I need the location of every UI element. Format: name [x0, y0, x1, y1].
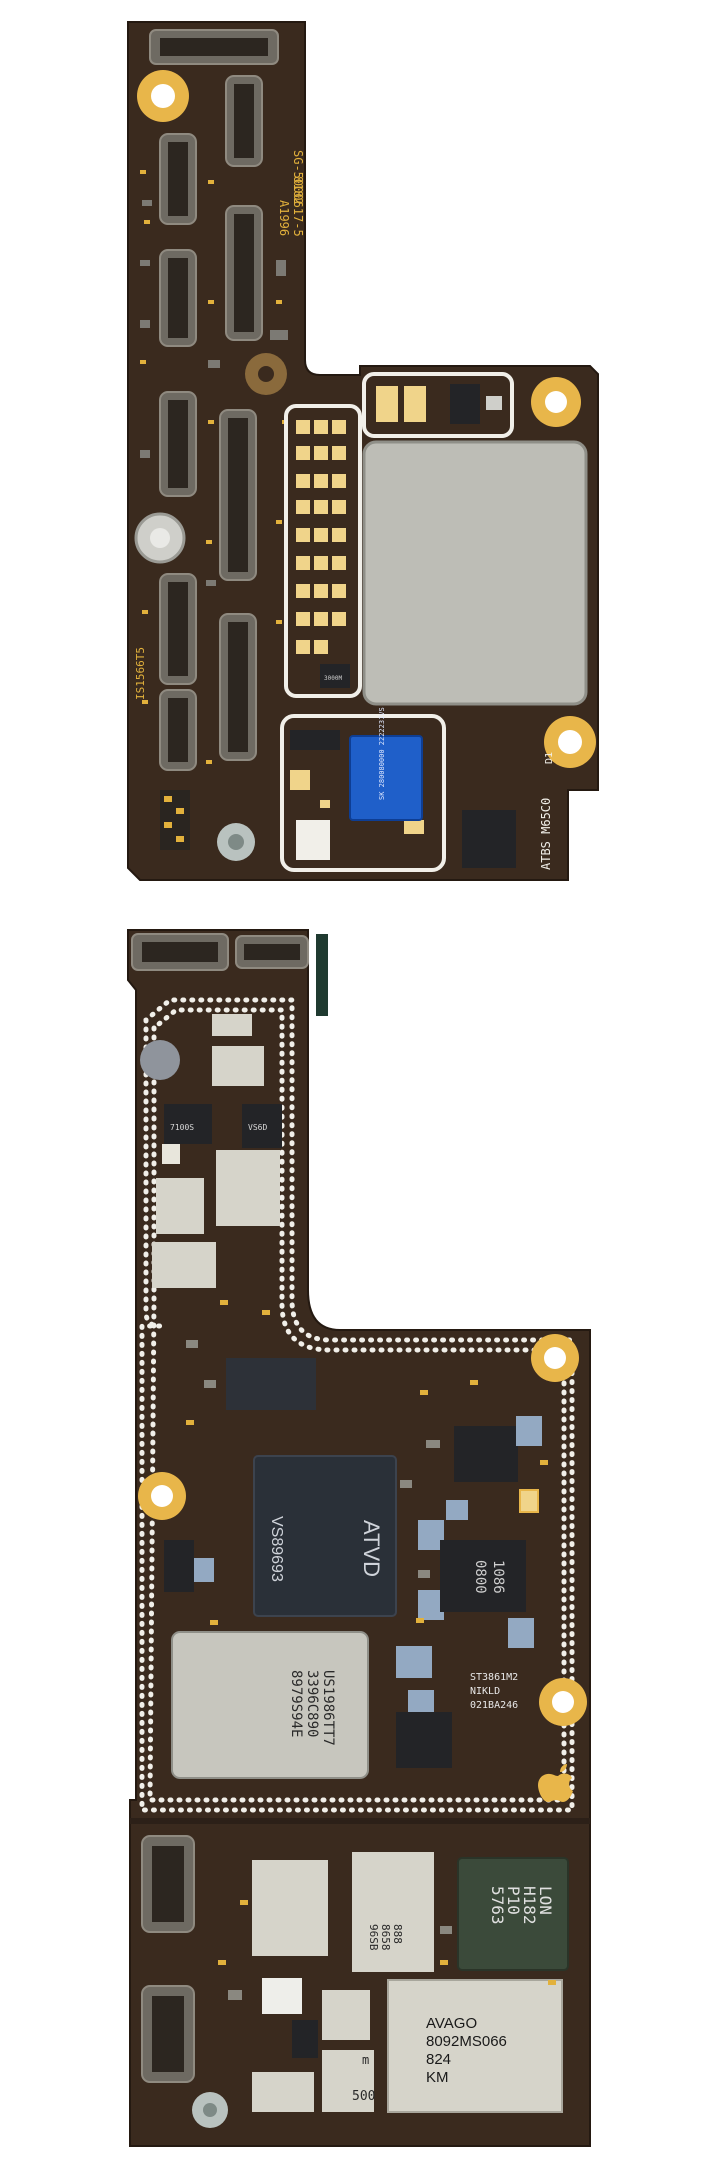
metal-can — [152, 1242, 216, 1288]
metal-can — [322, 1990, 370, 2040]
screw-standoff — [140, 1040, 180, 1080]
chip-marking: NIKLD — [470, 1686, 500, 1697]
avago-chip — [387, 1979, 563, 2113]
chip-marking: 0800 — [472, 1560, 488, 1594]
chip-label-block: ST3861M2 NIKLD 021BA246 — [470, 1672, 518, 1711]
metal-can — [252, 2072, 314, 2112]
silk-label: D1 — [544, 752, 555, 764]
chip-marking: H182 — [520, 1886, 539, 1925]
metal-can — [322, 2050, 374, 2112]
top-logic-board: SG-5000617-5 8182 A1996 IS1566T5 ATBS M6… — [127, 21, 599, 881]
apple-logo-icon — [538, 1764, 573, 1802]
chip-marking: 8658 — [379, 1924, 392, 1951]
dark-chip — [396, 1712, 452, 1768]
screw-standoff — [217, 823, 255, 861]
small-chip — [450, 384, 480, 424]
silk-label: ATBS M65C0 — [539, 798, 553, 870]
flex-tab — [316, 934, 328, 1016]
chip-marking: ST3861M2 — [470, 1672, 518, 1683]
chip-marking: 5763 — [488, 1886, 507, 1925]
chip-marking: 1086 — [490, 1560, 506, 1594]
chip-marking: VS89693 — [268, 1516, 285, 1582]
silk-label: SG-5000617-5 — [291, 150, 305, 237]
dark-chip — [226, 1358, 316, 1410]
chip-marking: 8092MS066 — [426, 2033, 507, 2050]
chip-marking: LON — [536, 1886, 555, 1915]
chip-marking: 888 — [391, 1924, 404, 1944]
component-zone-outline — [284, 404, 362, 698]
chip-marking: P10 — [504, 1886, 523, 1915]
mount-hole — [137, 70, 189, 122]
gear-standoff — [134, 512, 186, 564]
component-zone-outline — [280, 714, 446, 872]
silk-label: m — [362, 2053, 369, 2067]
chip-marking: KM — [426, 2069, 449, 2086]
board-divider — [130, 1818, 590, 1824]
mount-hole — [544, 716, 596, 768]
bottom-logic-board: 7100S VS6D ATVD VS89693 1086 0800 ST3861… — [127, 929, 591, 2147]
processor-chip — [253, 1455, 397, 1617]
mount-hole — [531, 1334, 579, 1382]
chip-marking: VS6D — [248, 1123, 267, 1132]
silk-label: 8182 — [291, 176, 305, 205]
metal-can — [212, 1046, 264, 1086]
dark-chip — [164, 1540, 194, 1592]
blue-chip — [349, 735, 423, 821]
component-cluster — [160, 790, 190, 850]
chip-marking: 7100S — [170, 1123, 194, 1132]
component-zone-outline — [362, 372, 514, 438]
via-fence — [139, 997, 575, 1813]
chip-marking: 3000M — [324, 675, 342, 682]
mount-hole — [539, 1678, 587, 1726]
metal-can — [212, 1014, 252, 1036]
small-chip — [242, 1104, 282, 1148]
mount-hole — [245, 353, 287, 395]
chip-marking: 824 — [426, 2051, 451, 2068]
metal-can — [352, 1852, 434, 1972]
chip-marking: 021BA246 — [470, 1700, 518, 1711]
silk-label: IS1566T5 — [134, 647, 147, 700]
gold-pad-array — [296, 420, 346, 654]
passive-components — [186, 1300, 556, 1985]
chip-marking: 96SB — [367, 1924, 380, 1951]
component-cluster — [290, 730, 424, 860]
chip-marking: US1986TT7 — [320, 1670, 336, 1746]
metal-can — [156, 1178, 204, 1234]
rf-shield-can — [362, 440, 588, 706]
chip-marking: ATVD — [359, 1520, 384, 1577]
mount-hole — [138, 1472, 186, 1520]
rf-shield-can — [171, 1631, 369, 1779]
metal-can — [252, 1860, 328, 1956]
dark-chip — [454, 1426, 518, 1482]
mount-hole — [531, 377, 581, 427]
metal-can — [216, 1150, 280, 1226]
dark-chip — [462, 810, 516, 868]
silk-label: A1996 — [277, 200, 291, 236]
silk-label: 500 — [352, 2089, 375, 2104]
screw-standoff — [192, 2092, 228, 2128]
chip-marking: 8979S94E — [288, 1670, 304, 1737]
chip-marking: 3396C890 — [304, 1670, 320, 1737]
chip-marking: SK 280080000 2222231VS — [378, 707, 386, 800]
chip-marking: AVAGO — [426, 2015, 477, 2032]
dark-chip — [440, 1540, 526, 1612]
small-chip — [164, 1104, 212, 1144]
green-chip — [457, 1857, 569, 1971]
small-chip — [320, 664, 350, 688]
dark-chip — [292, 2020, 318, 2058]
